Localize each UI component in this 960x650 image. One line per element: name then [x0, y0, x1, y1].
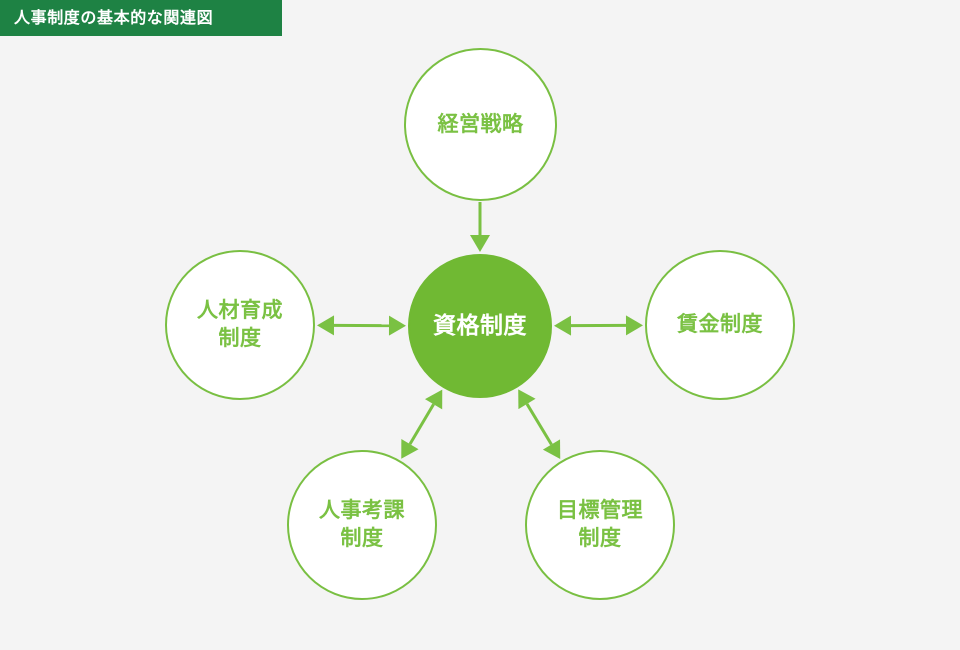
node-mokuhyou-kanri-seido[interactable]: 目標管理 制度	[525, 450, 675, 600]
node-keiei-senryaku[interactable]: 経営戦略	[404, 48, 557, 201]
connector-shaft	[525, 403, 553, 446]
node-label-shikaku-seido: 資格制度	[433, 312, 527, 339]
node-label-chingin-seido: 賃金制度	[677, 312, 763, 337]
node-label-jinji-kouka-seido: 人事考課 制度	[319, 498, 405, 550]
arrowhead-end	[470, 235, 490, 252]
arrowhead-start	[625, 315, 644, 336]
title-banner: 人事制度の基本的な関連図	[0, 0, 282, 36]
node-label-mokuhyou-kanri-seido: 目標管理 制度	[557, 498, 643, 550]
arrowhead-end	[424, 389, 443, 410]
arrowhead-end	[518, 389, 536, 410]
node-shikaku-seido[interactable]: 資格制度	[408, 254, 552, 398]
node-jinji-kouka-seido[interactable]: 人事考課 制度	[287, 450, 437, 600]
node-jinzai-ikusei-seido[interactable]: 人材育成 制度	[165, 250, 315, 400]
connector-conn-jinji-shikaku	[397, 382, 447, 466]
arrowhead-end	[553, 315, 572, 336]
page-title: 人事制度の基本的な関連図	[14, 8, 214, 27]
connector-conn-keiei-to-shikaku	[463, 202, 497, 260]
node-label-jinzai-ikusei-seido: 人材育成 制度	[197, 298, 283, 350]
node-chingin-seido[interactable]: 賃金制度	[645, 250, 795, 400]
connector-shaft	[408, 403, 435, 445]
connector-conn-jinzai-shikaku	[309, 308, 414, 343]
arrowhead-start	[542, 439, 561, 460]
arrowhead-start	[401, 439, 419, 459]
node-label-keiei-senryaku: 経営戦略	[437, 111, 524, 136]
connector-conn-mokuhyou-shikaku	[514, 382, 565, 466]
connector-conn-chingin-shikaku	[546, 308, 651, 343]
arrowhead-start	[316, 315, 335, 336]
arrowhead-end	[388, 315, 407, 336]
